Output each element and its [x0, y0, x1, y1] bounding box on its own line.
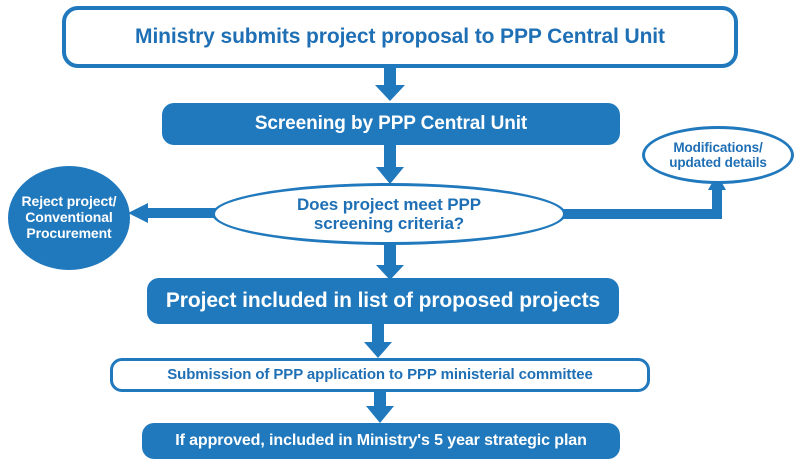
node-ministry-submits-proposal-label: Ministry submits project proposal to PPP… — [135, 25, 665, 49]
connector-screening-to-decision — [376, 143, 404, 184]
node-decision-label-line2: screening criteria? — [313, 214, 465, 233]
node-reject-project-conventional-procurement[interactable]: Reject project/ Conventional Procurement — [8, 166, 130, 270]
node-screening-by-ppp-central-unit[interactable]: Screening by PPP Central Unit — [162, 103, 620, 145]
connector-decision-to-proposed-list — [376, 243, 404, 280]
connector-proposedlist-to-submission — [364, 322, 392, 358]
node-modifications-label: Modifications/ updated details — [645, 140, 791, 170]
node-submission-ppp-application[interactable]: Submission of PPP application to PPP min… — [110, 358, 650, 392]
node-project-included-in-proposed-list[interactable]: Project included in list of proposed pro… — [147, 278, 619, 324]
node-submission-label: Submission of PPP application to PPP min… — [167, 365, 593, 383]
node-reject-label-line2: Conventional — [25, 209, 113, 226]
node-decision-screening-criteria[interactable]: Does project meet PPP screening criteria… — [212, 183, 566, 245]
node-approved-label: If approved, included in Ministry's 5 ye… — [175, 432, 587, 450]
node-modifications-updated-details[interactable]: Modifications/ updated details — [642, 126, 794, 184]
node-ministry-submits-proposal[interactable]: Ministry submits project proposal to PPP… — [62, 6, 738, 68]
node-if-approved-strategic-plan[interactable]: If approved, included in Ministry's 5 ye… — [142, 423, 620, 459]
node-proposed-list-label: Project included in list of proposed pro… — [165, 289, 601, 313]
node-screening-label: Screening by PPP Central Unit — [254, 113, 528, 135]
node-decision-label: Does project meet PPP screening criteria… — [215, 195, 563, 233]
node-decision-label-line1: Does project meet PPP — [296, 194, 482, 214]
connector-proposal-to-screening — [375, 66, 405, 101]
connector-decision-to-reject — [128, 203, 216, 223]
node-reject-label: Reject project/ Conventional Procurement — [8, 194, 130, 241]
connector-submission-to-approved — [366, 390, 394, 423]
node-modifications-label-line2: updated details — [669, 155, 767, 170]
node-modifications-label-line1: Modifications/ — [673, 139, 763, 155]
node-reject-label-line3: Procurement — [26, 224, 112, 241]
node-reject-label-line1: Reject project/ — [21, 193, 117, 210]
